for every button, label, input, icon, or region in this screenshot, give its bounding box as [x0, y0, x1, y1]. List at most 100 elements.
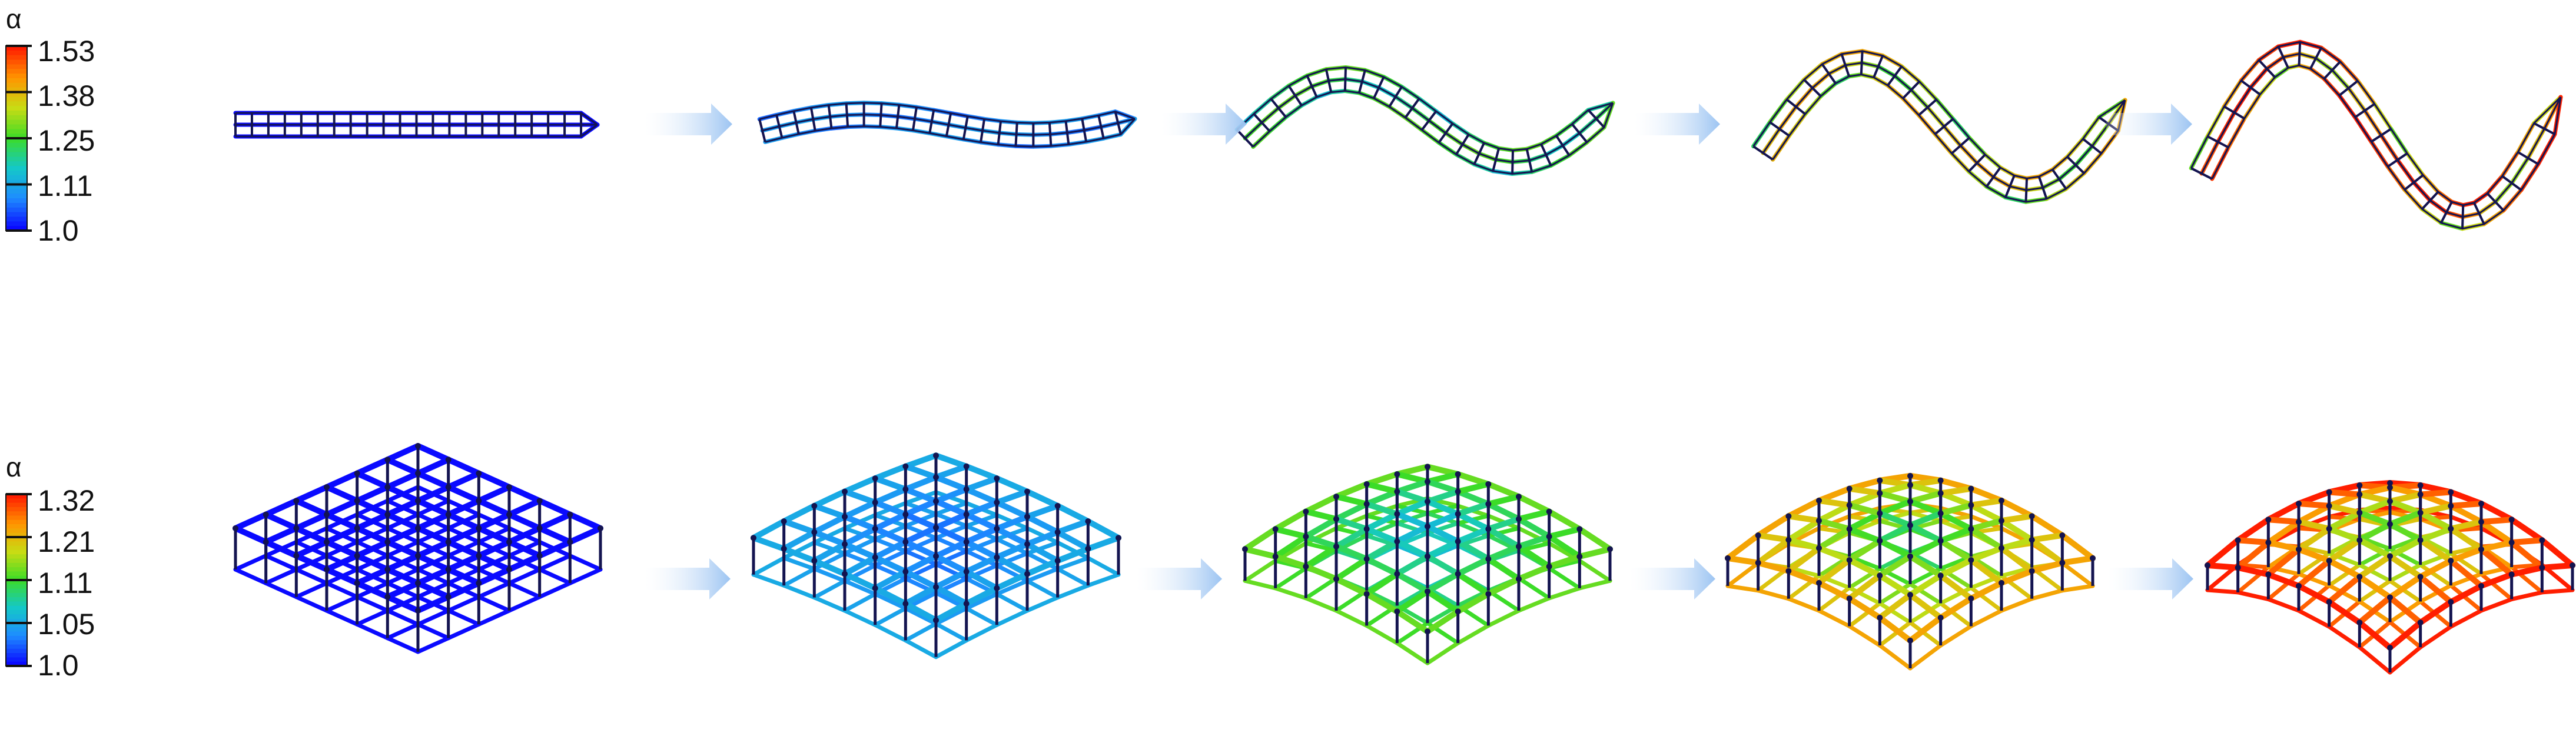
- plate-strut: [2059, 532, 2096, 561]
- beam-vertical: [2051, 169, 2067, 190]
- colorbar-segment: [6, 207, 27, 213]
- plate-strut: [1877, 620, 1913, 648]
- beam-vertical: [1840, 54, 1850, 77]
- plate-strut: [476, 498, 512, 518]
- plate-strut: [2356, 521, 2393, 544]
- plate-strut: [233, 511, 269, 531]
- plate-strut: [1999, 513, 2035, 524]
- plate-strut: [2326, 509, 2363, 532]
- plate-strut: [506, 484, 543, 504]
- beam-vertical: [1860, 51, 1864, 75]
- plate-strut: [902, 511, 939, 531]
- plate-strut: [1485, 501, 1522, 522]
- plate-strut: [1847, 585, 1882, 606]
- plate-strut: [963, 511, 1000, 532]
- plate-strut: [384, 457, 421, 477]
- plate-node: [1394, 511, 1400, 517]
- beam-vertical: [997, 121, 1002, 145]
- plate-node: [415, 608, 421, 614]
- plate-strut: [933, 568, 970, 590]
- plate-strut: [445, 498, 482, 518]
- plate-node: [2326, 525, 2332, 532]
- beam-vertical: [809, 107, 816, 131]
- colorbar-segment: [6, 221, 27, 227]
- plate-node: [842, 514, 848, 520]
- plate-node: [1785, 537, 1792, 543]
- plate-strut: [902, 539, 939, 559]
- colorbar-segment: [6, 166, 27, 171]
- plate-node: [994, 475, 1000, 482]
- colorbar-segment: [6, 134, 27, 139]
- plate-strut: [476, 484, 512, 504]
- plate-strut: [842, 551, 878, 568]
- colorbar-segment: [6, 115, 27, 121]
- plate-strut: [963, 475, 1000, 492]
- plate-strut: [1242, 546, 1279, 560]
- colorbar-outline: [5, 45, 28, 231]
- plate-strut: [1785, 518, 1822, 543]
- plate-node: [1999, 518, 2004, 524]
- plate-strut: [2205, 537, 2241, 568]
- right-arrow-icon: [1161, 104, 1247, 145]
- colorbar-segment: [6, 124, 27, 130]
- plate-strut: [933, 553, 970, 575]
- plate-strut: [1024, 514, 1061, 535]
- plate-strut: [1394, 523, 1430, 545]
- beam-vertical: [792, 111, 800, 135]
- plate-strut: [1847, 624, 1882, 648]
- plate-strut: [1455, 488, 1492, 507]
- plate-strut: [445, 457, 482, 477]
- beam-vertical: [1540, 144, 1552, 166]
- plate-node: [2387, 498, 2393, 505]
- beam-vertical: [945, 112, 952, 137]
- colorbar-segment: [6, 74, 27, 79]
- plate-strut: [2266, 572, 2301, 602]
- plate-strut: [2448, 583, 2484, 605]
- plate-strut: [1024, 488, 1061, 509]
- plate-strut: [1968, 518, 2004, 532]
- plate-node: [324, 567, 330, 572]
- plate-node: [842, 541, 848, 548]
- plate-strut: [1516, 596, 1552, 613]
- plate-node: [2356, 509, 2363, 516]
- plate-strut: [842, 554, 878, 577]
- plate-strut: [1085, 556, 1121, 577]
- plate-strut: [1877, 582, 1913, 606]
- plate-strut: [536, 525, 573, 545]
- plate-strut: [2418, 583, 2453, 604]
- plate-strut: [324, 595, 360, 613]
- plate-strut: [1333, 526, 1370, 549]
- beam-vertical: [1404, 98, 1420, 119]
- plate-strut: [264, 554, 298, 572]
- plate-strut: [1576, 546, 1613, 560]
- plate-strut: [324, 552, 360, 572]
- bottom-legend-colorbar: [5, 493, 32, 667]
- plate-node: [933, 452, 939, 459]
- beam-chord: [2211, 64, 2562, 230]
- plate-strut: [781, 502, 818, 525]
- plate-strut: [415, 457, 452, 477]
- plate-strut: [2265, 501, 2302, 523]
- plate-strut: [994, 541, 1030, 561]
- plate-strut: [1485, 516, 1522, 532]
- plate-strut: [1425, 571, 1461, 595]
- plate-node: [1303, 508, 1309, 515]
- plate-strut: [1024, 558, 1061, 577]
- plate-node: [384, 511, 391, 518]
- plate-strut: [1999, 537, 2035, 551]
- beam-vertical: [1821, 63, 1837, 84]
- plate-strut: [1725, 561, 1761, 588]
- plate-node: [1455, 538, 1461, 545]
- plate-node: [2417, 574, 2424, 580]
- plate-strut: [1938, 624, 1973, 648]
- plate-strut: [1968, 585, 2004, 613]
- plate-strut: [2205, 562, 2241, 571]
- plate-node: [2090, 555, 2096, 561]
- plate-node: [1272, 526, 1279, 532]
- plate-strut: [2060, 561, 2095, 588]
- plate-strut: [1303, 494, 1339, 515]
- plate-node: [476, 552, 482, 559]
- plate-strut: [963, 539, 1000, 561]
- plate-node: [2356, 619, 2363, 626]
- plate-strut: [2265, 539, 2302, 552]
